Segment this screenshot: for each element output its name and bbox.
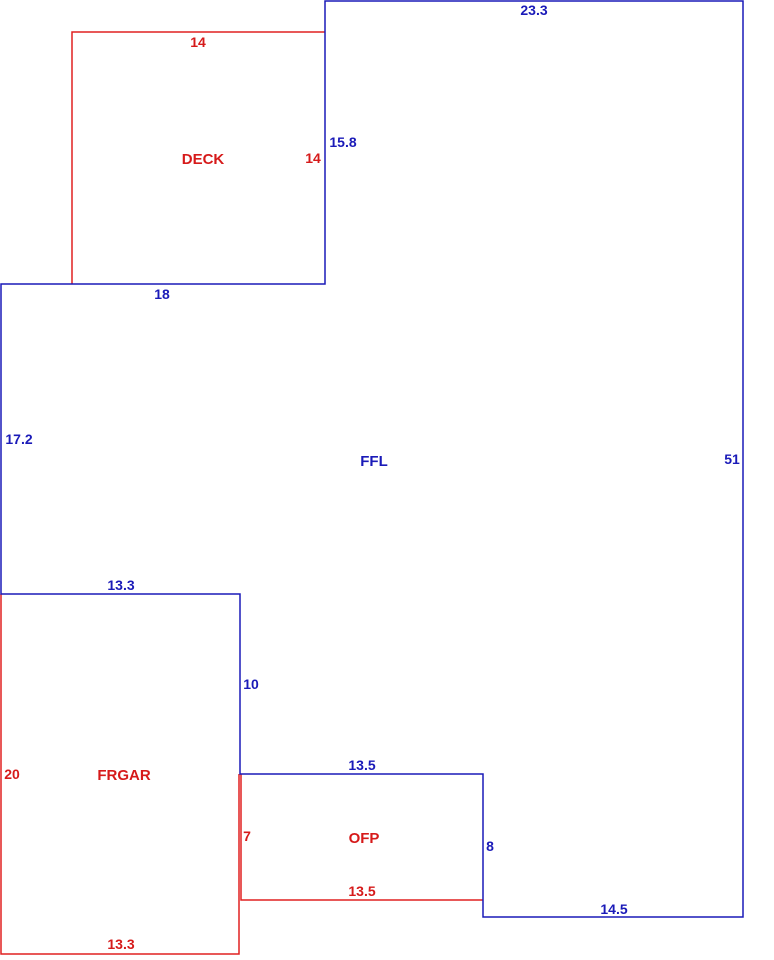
ffl-dim-right: 51: [724, 451, 740, 467]
ofp-dim-bottom: 13.5: [348, 883, 375, 899]
ffl-dim-left: 17.2: [5, 431, 32, 447]
ffl-label: FFL: [360, 453, 388, 470]
ffl-dim-porch-side: 8: [486, 838, 494, 854]
ffl-dim-garage-top: 13.3: [107, 577, 134, 593]
ofp-outline: [240, 774, 483, 901]
deck-dim-top: 14: [190, 34, 206, 50]
ofp-label: OFP: [349, 830, 380, 847]
ffl-dim-garage-side: 10: [243, 676, 259, 692]
frgar-dim-bottom: 13.3: [107, 936, 134, 952]
deck-label: DECK: [182, 151, 225, 168]
ofp-dim-left: 7: [243, 828, 251, 844]
ffl-dim-porch-top: 13.5: [348, 757, 375, 773]
ffl-dim-bottom: 14.5: [600, 901, 627, 917]
frgar-dim-left: 20: [4, 766, 20, 782]
frgar-label: FRGAR: [97, 767, 150, 784]
ffl-dim-deck-bottom: 18: [154, 286, 170, 302]
deck-dim-right: 14: [305, 150, 321, 166]
deck-outline: [71, 31, 325, 284]
ffl-outline: [0, 0, 744, 918]
frgar-outline: [0, 594, 240, 955]
ffl-dim-top: 23.3: [520, 2, 547, 18]
ffl-dim-deck-side: 15.8: [329, 134, 356, 150]
